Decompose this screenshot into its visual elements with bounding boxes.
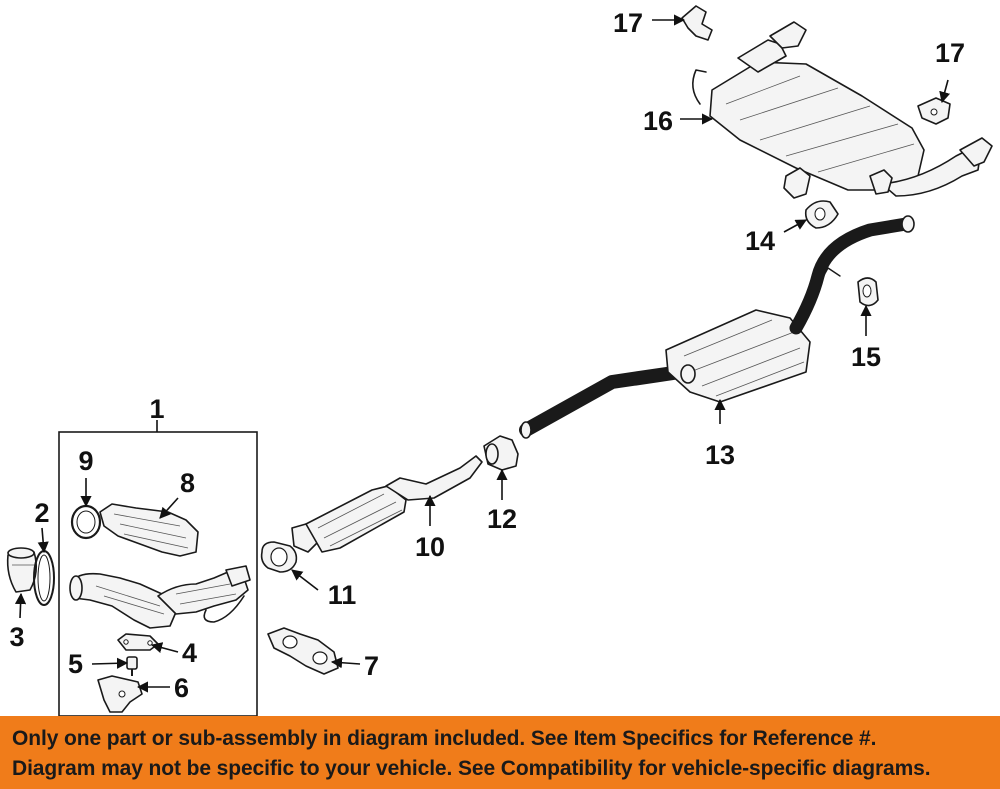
part-5-stud (126, 656, 138, 676)
rear-pipe (789, 215, 915, 335)
callout-14: 14 (745, 226, 775, 256)
callout-10: 10 (415, 532, 445, 562)
disclaimer-line-2: Diagram may not be specific to your vehi… (12, 757, 931, 780)
callout-8: 8 (180, 468, 195, 498)
part-8-heat-shield (99, 503, 199, 557)
part-15-insulator (857, 277, 879, 307)
callout-4: 4 (182, 638, 197, 668)
callout-11: 11 (328, 580, 357, 610)
callout-6: 6 (174, 673, 189, 703)
part-11-flange-gasket (260, 541, 298, 573)
callout-9: 9 (78, 446, 93, 476)
part-13-resonator (665, 309, 811, 403)
part-7-dual-gasket (267, 627, 339, 675)
intermediate-pipe (519, 365, 687, 439)
part-4-gasket (117, 633, 159, 651)
callout-13: 13 (705, 440, 735, 470)
part-10-front-pipe (291, 455, 483, 553)
exhaust-system-diagram: 1 2 3 4 5 6 7 8 9 10 11 12 13 14 15 16 1… (6, 5, 993, 716)
callout-17-right: 17 (935, 38, 965, 68)
callout-7: 7 (364, 651, 379, 681)
callout-2: 2 (34, 498, 49, 528)
disclaimer-banner: Only one part or sub-assembly in diagram… (0, 716, 1000, 789)
part-17-clip-right (917, 97, 951, 125)
part-3-sleeve (6, 547, 38, 593)
assembly-1-group-box (58, 431, 258, 716)
callout-3: 3 (9, 622, 24, 652)
callout-12: 12 (487, 504, 517, 534)
leader-lines (14, 14, 951, 693)
callout-15: 15 (851, 342, 881, 372)
disclaimer-line-1: Only one part or sub-assembly in diagram… (12, 727, 877, 750)
part-14-hanger (804, 200, 839, 229)
part-16-muffler (692, 21, 993, 199)
catalytic-converter (69, 565, 251, 629)
callout-1: 1 (149, 394, 164, 424)
part-2-clamp-ring (33, 550, 55, 606)
callout-17-top: 17 (613, 8, 643, 38)
part-6-bracket (97, 675, 143, 713)
callout-16: 16 (643, 106, 673, 136)
part-17-clip-top (681, 5, 713, 41)
part-12-clamp (483, 435, 519, 471)
callout-5: 5 (68, 649, 83, 679)
part-9-gasket-ring (70, 504, 102, 540)
